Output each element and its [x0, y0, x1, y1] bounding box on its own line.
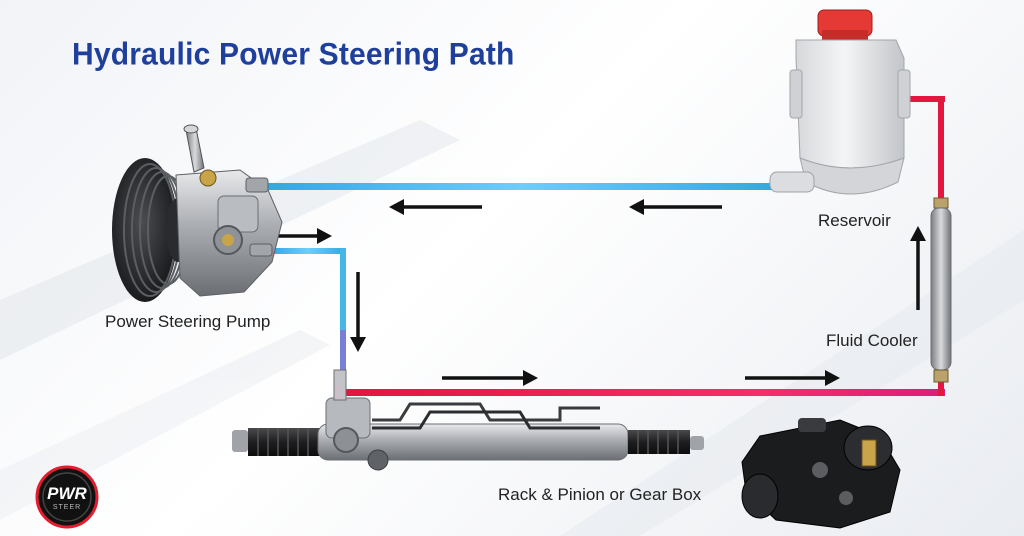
return-line-rack-to-cooler	[345, 389, 945, 396]
reservoir-label: Reservoir	[818, 211, 891, 230]
flow-arrow-down	[350, 272, 366, 352]
gear-box-image	[741, 418, 901, 529]
supply-line-pump-to-rack	[270, 248, 346, 380]
supply-line-top	[262, 183, 782, 190]
flow-arrow-left-2	[629, 199, 722, 215]
fluid-cooler-image	[930, 197, 952, 383]
rack-gearbox-label: Rack & Pinion or Gear Box	[498, 485, 702, 504]
flow-arrow-left-1	[389, 199, 482, 215]
reservoir-image	[769, 9, 911, 195]
flow-arrow-right-2	[745, 370, 840, 386]
logo-subtext: STEER	[52, 504, 82, 511]
rack-and-pinion-image	[232, 369, 704, 471]
page-title: Hydraulic Power Steering Path	[72, 37, 515, 72]
fluid-cooler-label: Fluid Cooler	[826, 331, 918, 350]
power-steering-pump-image	[112, 124, 283, 302]
pwr-steer-logo	[35, 465, 99, 529]
pump-label: Power Steering Pump	[105, 312, 271, 331]
logo-text: PWR	[47, 484, 87, 503]
flow-arrow-up	[910, 226, 926, 310]
flow-arrow-right-1	[442, 370, 538, 386]
